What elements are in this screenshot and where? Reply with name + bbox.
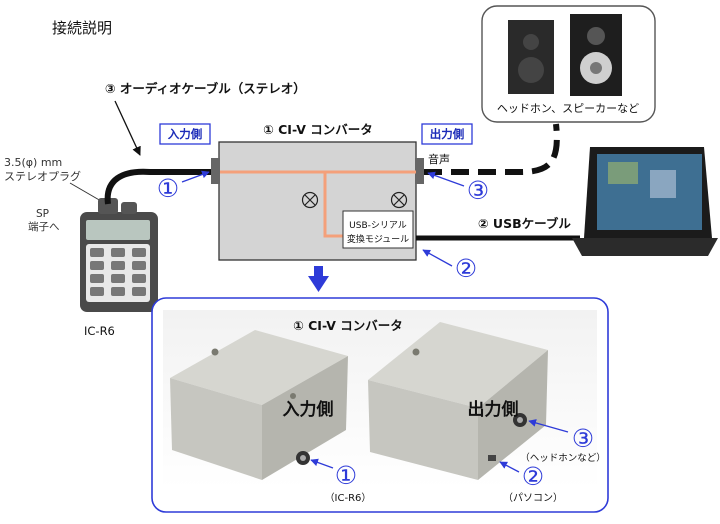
photo-output-label: 出力側 [468, 399, 519, 420]
photo-box-output [368, 322, 548, 480]
marker-three-photo-arrow [528, 419, 569, 433]
audio-out-cable [424, 123, 560, 175]
photo-panel [151, 297, 609, 513]
marker-one-arrow [181, 170, 210, 183]
marker-one-photo-arrow [310, 458, 334, 469]
photo-pc-caption: （パソコン） [503, 492, 563, 504]
sp-label-line2: 端子へ [28, 220, 60, 233]
marker-two-photo: ② [522, 462, 544, 491]
sp-label-line1: SP [36, 208, 49, 220]
input-side-tag: 入力側 [159, 123, 211, 145]
radio-icr6-illustration [80, 198, 158, 312]
photo-box-input [170, 330, 348, 480]
speaker-box [481, 5, 656, 123]
audio-cable-pointer [114, 100, 141, 156]
marker-one-diagram: ① [157, 174, 179, 203]
marker-three-diagram: ③ [467, 176, 489, 205]
photo-icr6-caption: （IC-R6） [325, 492, 372, 504]
converter-box [211, 141, 424, 261]
down-arrow-icon [308, 266, 329, 292]
marker-three-arrow [427, 171, 465, 187]
plug-label-line2: ステレオプラグ [4, 169, 81, 183]
marker-two-photo-arrow [499, 461, 520, 473]
output-side-label: 出力側 [430, 127, 465, 141]
usb-module-label-line1: USB-シリアル [349, 221, 407, 231]
marker-one-photo: ① [335, 461, 357, 490]
audio-cable [104, 168, 215, 205]
usb-module-label-line2: 変換モジュール [347, 233, 409, 245]
usb-cable-label: ② USBケーブル [478, 216, 571, 231]
photo-input-label: 入力側 [283, 399, 334, 420]
radio-model-label: IC-R6 [84, 324, 115, 338]
marker-two-diagram: ② [455, 254, 477, 283]
input-side-label: 入力側 [168, 127, 203, 141]
audio-cable-label: ③ オーディオケーブル（ステレオ） [105, 81, 306, 96]
converter-title: ① CI-V コンバータ [263, 122, 373, 137]
photo-title: ① CI-V コンバータ [293, 318, 403, 333]
photo-headphones-caption: （ヘッドホンなど） [520, 452, 606, 464]
speaker-caption: ヘッドホン、スピーカーなど [497, 102, 639, 115]
audio-label: 音声 [428, 152, 450, 166]
marker-three-photo: ③ [572, 424, 594, 453]
laptop-illustration [572, 147, 718, 256]
page-title: 接続説明 [52, 19, 112, 37]
output-side-tag: 出力側 [421, 123, 473, 145]
plug-pointer [69, 182, 102, 202]
marker-two-arrow [422, 249, 453, 267]
plug-label-line1: 3.5(φ) mm [4, 156, 62, 169]
